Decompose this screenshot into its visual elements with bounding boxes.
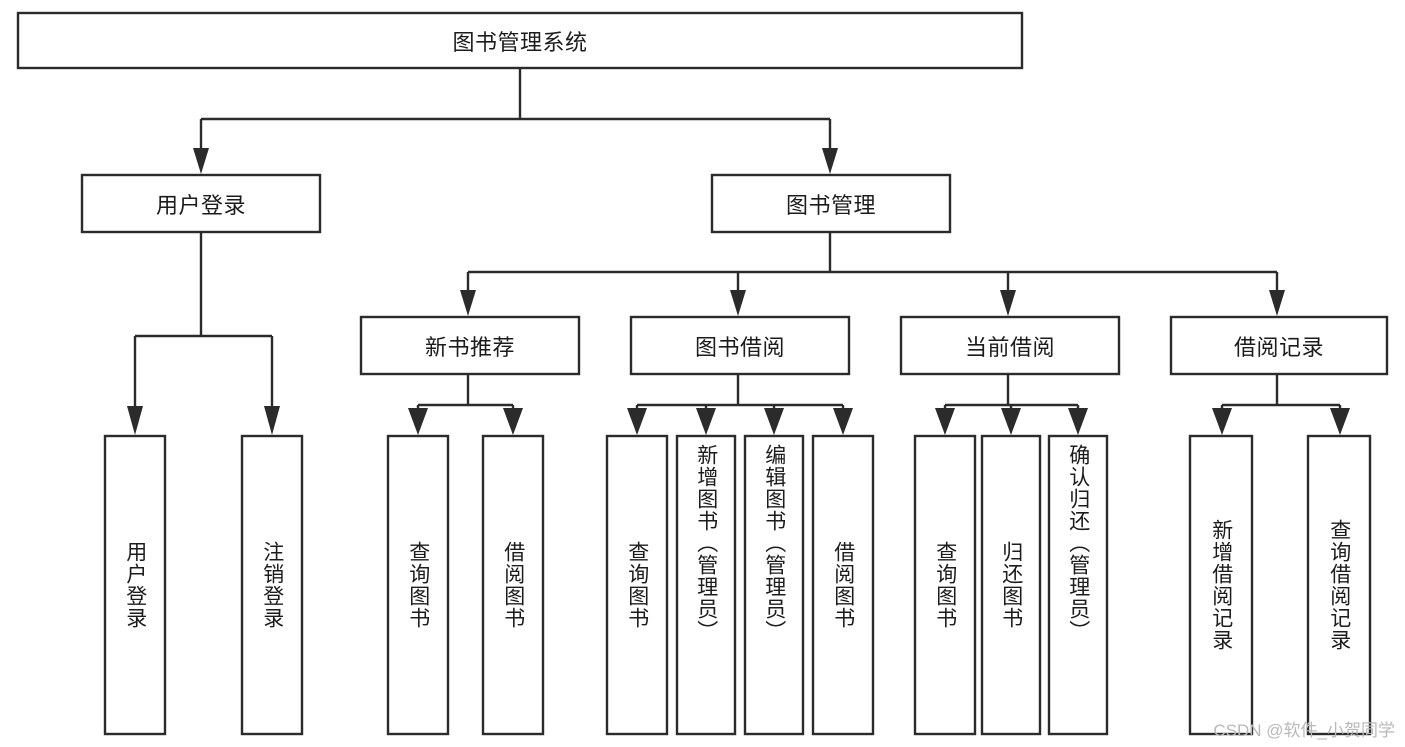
arrow-head-l2a xyxy=(460,290,476,316)
node-rect-group xyxy=(16,11,1389,736)
arrow-head-l2d xyxy=(1269,290,1285,316)
node-box-leaf6[interactable] xyxy=(675,434,737,736)
arrow-head-leaf5 xyxy=(627,408,647,435)
node-box-l2d[interactable] xyxy=(1169,315,1389,376)
arrow-head-leaf2 xyxy=(264,406,280,435)
node-box-leaf2[interactable] xyxy=(240,434,304,736)
arrow-head-leaf12 xyxy=(1212,408,1232,435)
node-box-leaf9[interactable] xyxy=(913,434,977,736)
arrow-head-leaf4 xyxy=(503,408,523,435)
node-box-leaf12[interactable] xyxy=(1188,434,1254,736)
node-box-leaf10[interactable] xyxy=(980,434,1042,736)
arrow-head-leaf7 xyxy=(764,408,784,435)
node-box-l1a[interactable] xyxy=(80,173,322,234)
node-box-leaf8[interactable] xyxy=(811,434,875,736)
arrow-head-leaf9 xyxy=(935,408,955,435)
arrow-head-l2b xyxy=(730,290,746,316)
arrow-head-l1a xyxy=(193,148,209,174)
connector-group xyxy=(127,68,1350,435)
node-box-l1b[interactable] xyxy=(710,173,952,234)
arrow-head-leaf13 xyxy=(1330,408,1350,435)
node-box-leaf1[interactable] xyxy=(103,434,167,736)
node-box-l2b[interactable] xyxy=(629,315,851,376)
node-box-leaf7[interactable] xyxy=(743,434,805,736)
arrow-head-leaf6 xyxy=(696,408,716,435)
arrow-head-leaf11 xyxy=(1068,408,1088,435)
arrow-head-l1b xyxy=(822,148,838,174)
node-box-leaf3[interactable] xyxy=(386,434,450,736)
node-box-root[interactable] xyxy=(16,11,1024,70)
node-box-leaf11[interactable] xyxy=(1047,434,1109,736)
node-box-leaf13[interactable] xyxy=(1306,434,1372,736)
arrow-head-leaf3 xyxy=(408,408,428,435)
node-box-l2a[interactable] xyxy=(359,315,581,376)
node-box-leaf4[interactable] xyxy=(481,434,545,736)
node-box-l2c[interactable] xyxy=(899,315,1121,376)
arrow-head-l2c xyxy=(1000,290,1016,316)
node-box-leaf5[interactable] xyxy=(605,434,669,736)
arrow-head-leaf1 xyxy=(127,406,143,435)
arrow-head-leaf8 xyxy=(833,408,853,435)
arrow-head-leaf10 xyxy=(1001,408,1021,435)
